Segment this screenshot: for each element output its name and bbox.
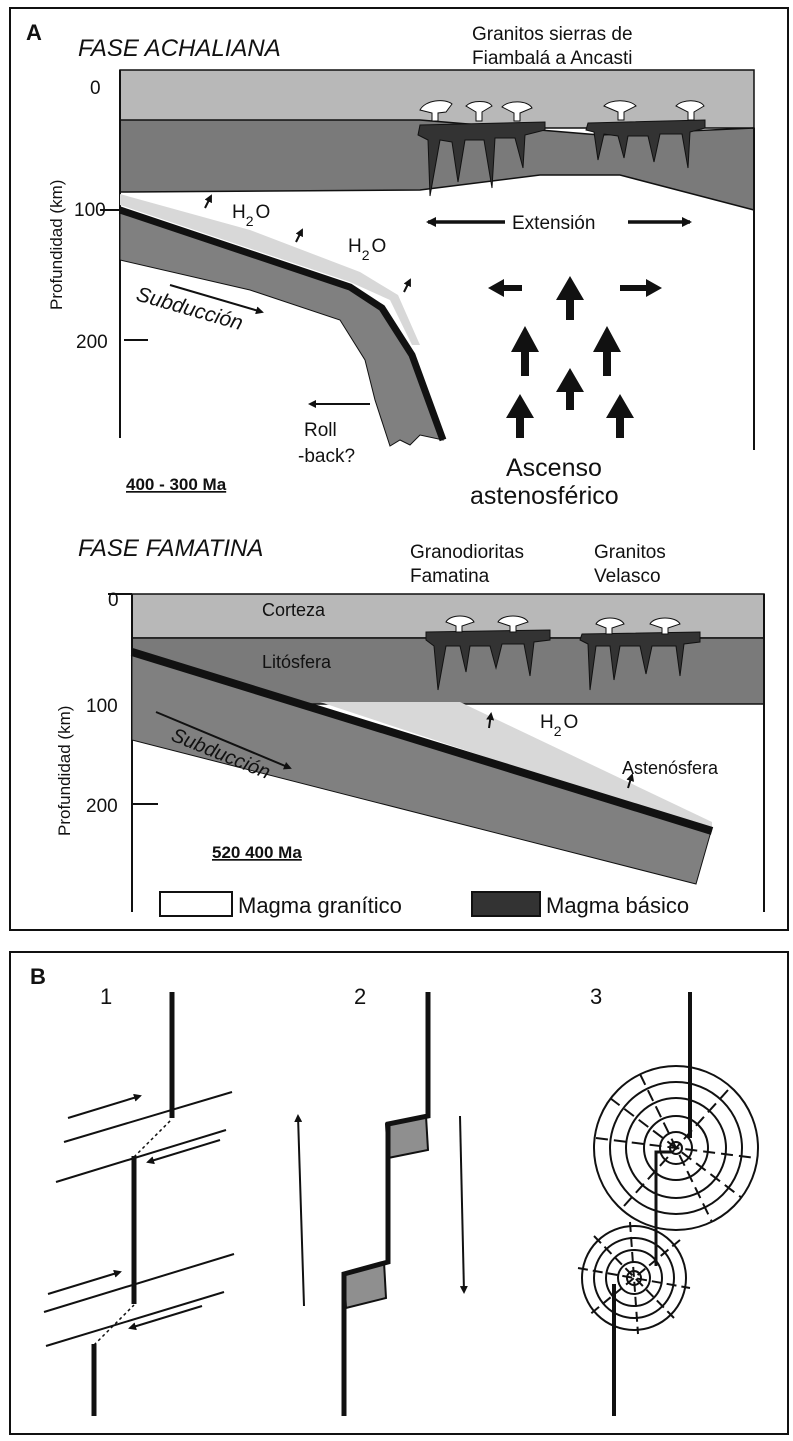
famatina-basic-magma-right [579,631,701,691]
famatina-water-arrow-1 [486,712,495,729]
achaliana-tick-label-100: 100 [74,200,106,221]
sense-arrow-up [294,1114,305,1307]
fault-1b-lower [45,1291,225,1347]
lithosphere-label: Litósfera [262,652,332,672]
velasco-label-line2: Velasco [594,566,661,587]
famatina-tick-label-0: 0 [108,590,119,611]
famatina-title: FASE FAMATINA [78,535,263,562]
diagram-3 [577,992,759,1416]
crust-label: Corteza [262,600,326,620]
diagram-2 [294,992,468,1416]
achaliana-age-label: 400 - 300 Ma [126,475,227,494]
extension-label: Extensión [512,213,595,234]
dike-2 [341,992,431,1416]
panel-b: B 1 2 3 [9,951,789,1435]
diagram-1 [43,992,235,1416]
ascent-arrow-top [556,276,584,320]
famatina-section: FASE FAMATINA Granodioritas Famatina Gra… [55,535,765,912]
ascent-arrow-bottom-right [606,394,634,438]
dike-3-middle [654,1150,672,1266]
panel-a: A FASE ACHALIANA Granitos sierras de Fia… [9,7,789,931]
concentric-ring-lower [577,1221,691,1335]
achaliana-granitic-magma-left [419,100,533,122]
ascent-arrow-bottom-left [506,394,534,438]
granodiorite-label-line1: Granodioritas [410,542,524,563]
panel-a-frame [9,7,789,931]
famatina-granitic-magma-left [445,615,529,633]
panel-b-label-3: 3 [590,984,602,1009]
fault-1a-dashed [133,1118,173,1158]
ascent-label-line2: astenosférico [470,482,619,510]
ascent-arrow-center [556,368,584,410]
famatina-granitic-magma-right [595,617,681,635]
famatina-age-label: 520 400 Ma [212,843,302,862]
achaliana-title: FASE ACHALIANA [78,35,281,62]
panel-b-label-1: 1 [100,984,112,1009]
achaliana-granite-label-line2: Fiambalá a Ancasti [472,48,633,69]
achaliana-granite-label-line1: Granitos sierras de [472,24,633,45]
legend-basic-label: Magma básico [546,893,689,918]
legend: Magma granítico Magma básico [159,891,689,918]
asthenosphere-label: Astenósfera [622,758,719,778]
achaliana-granitic-magma-right [603,100,705,121]
famatina-slab-black-line [130,648,714,835]
fault-1a-upper [63,1091,233,1143]
legend-granitic-swatch [159,891,233,917]
famatina-tick-label-100: 100 [86,696,118,717]
ascent-label-line1: Ascenso [506,454,602,482]
concentric-ring-upper [593,1065,759,1231]
achaliana-basic-magma-left [417,121,546,197]
legend-granitic-label: Magma granítico [238,893,402,918]
panel-b-letter: B [30,964,46,989]
famatina-water-arrow-2 [626,773,635,789]
sense-arrow-down [459,1115,468,1294]
fault-1a-lower [55,1129,227,1183]
famatina-subduction-arrow [155,711,292,770]
achaliana-slab-light [120,194,420,345]
achaliana-depth-axis-label: Profundidad (km) [47,180,66,310]
achaliana-slab-black-line [118,206,447,442]
legend-basic-swatch [471,891,541,917]
famatina-tick-label-200: 200 [86,796,118,817]
fault-1b-upper [43,1253,235,1313]
ascent-arrows [488,276,662,438]
achaliana-water-arrow-3 [403,278,411,293]
ascent-arrow-mid-right [593,326,621,376]
famatina-depth-axis-label: Profundidad (km) [55,706,74,836]
panel-b-frame [9,951,789,1435]
ascent-arrow-left [488,279,522,297]
velasco-label-line1: Granitos [594,542,666,563]
panel-a-letter: A [26,20,42,45]
ascent-arrow-right [620,279,662,297]
achaliana-water-arrow-2 [295,228,303,243]
famatina-crust [131,593,765,639]
shear-arrow-1a-left [146,1139,221,1165]
achaliana-water-arrow-1 [204,194,212,209]
famatina-basic-magma-left [425,629,551,691]
achaliana-tick-label-200: 200 [76,332,108,353]
achaliana-subduction-arrow [169,284,264,315]
panel-b-label-2: 2 [354,984,366,1009]
shear-arrow-1a-right [67,1093,142,1119]
granodiorite-label-line2: Famatina [410,566,490,587]
achaliana-section: FASE ACHALIANA Granitos sierras de Fiamb… [47,24,755,510]
shear-arrow-1b-left [128,1305,203,1331]
ascent-arrow-mid-left [511,326,539,376]
shear-arrow-1b-right [47,1269,122,1295]
rollback-label-line1: Roll [304,420,337,441]
rollback-label-line2: -back? [298,446,355,467]
achaliana-tick-label-0: 0 [90,78,101,99]
achaliana-basic-magma-right [585,119,706,169]
